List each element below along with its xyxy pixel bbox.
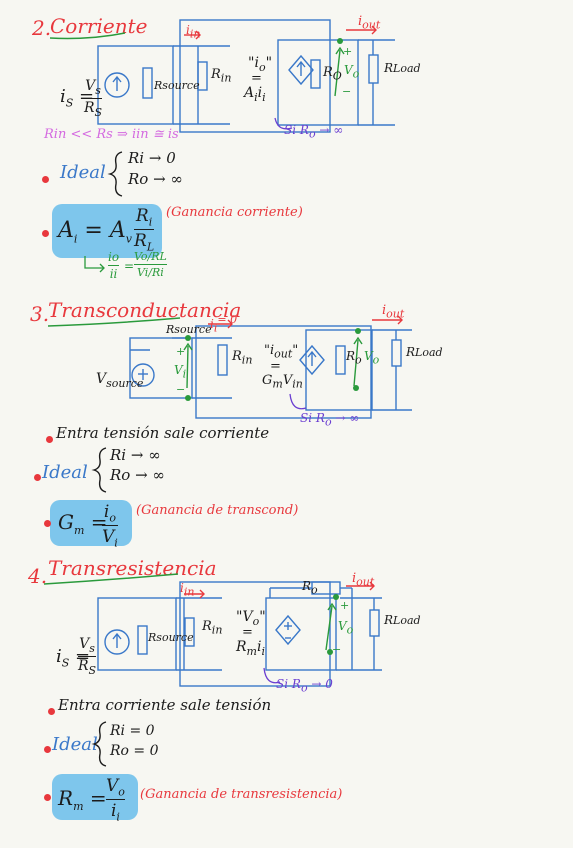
gain-note: (Ganancia de transresistencia) xyxy=(140,787,343,802)
gain-note: (Ganancia corriente) xyxy=(166,205,303,220)
ro-label: RO xyxy=(323,65,342,83)
rload-label: RLoad xyxy=(384,613,421,627)
section-number: 3. xyxy=(30,302,50,326)
rsource-label: Rsource xyxy=(154,79,200,92)
rsource-label: Rsource xyxy=(166,323,212,336)
vo-label: Vo xyxy=(364,349,380,367)
ideal-label: Ideal xyxy=(60,162,106,183)
ideal-label: Ideal xyxy=(52,734,98,755)
circuit-corriente xyxy=(49,19,395,133)
bullet-dot xyxy=(42,176,49,183)
bullet-dot xyxy=(46,436,53,443)
bullet-text: Entra tensión sale corriente xyxy=(56,424,270,442)
section-number: 4. xyxy=(28,564,48,588)
dep-expression: Aiii xyxy=(244,85,266,104)
equals-sign: = xyxy=(270,359,281,374)
gain-fraction: Ri RL xyxy=(134,206,155,254)
bullet-dot xyxy=(48,708,55,715)
minus-label: − xyxy=(342,85,352,98)
rin-rs-note: Rin << Rs ⇒ iin ≅ is xyxy=(44,127,179,142)
si-condition: Si Ro → ∞ xyxy=(284,123,344,141)
vo-label: Vo xyxy=(338,619,354,637)
iin-label: ii= 0 xyxy=(210,313,238,335)
iout-label: iout xyxy=(352,571,375,589)
gain-lhs: Rm = xyxy=(58,786,107,813)
rload-label: RLoad xyxy=(384,61,421,75)
quote-var: "io" xyxy=(248,55,273,74)
gain-lhs: Ai = Av xyxy=(58,218,132,246)
gain-highlight xyxy=(52,774,138,820)
section-number: 2. xyxy=(32,16,52,40)
rin-label: Rin xyxy=(232,349,253,367)
iin-label: iin xyxy=(186,23,201,41)
source-eq-frac: Vs RS xyxy=(84,78,103,119)
ideal-line-1: Ri → 0 xyxy=(128,149,176,167)
quote-var: "iout" xyxy=(264,343,299,361)
iin-label: iin xyxy=(180,581,195,599)
section-title: Transconductancia xyxy=(48,298,242,322)
ideal-brace xyxy=(91,721,107,767)
equals-sign: = xyxy=(251,71,262,86)
ideal-line-1: Ri → ∞ xyxy=(110,446,161,464)
gain-note: (Ganancia de transcond) xyxy=(136,503,299,518)
gain-highlight xyxy=(52,204,162,258)
gain-highlight xyxy=(50,500,132,546)
ideal-line-2: Ro = 0 xyxy=(110,743,159,759)
source-eq-lhs: iS = xyxy=(60,86,95,110)
bullet-dot xyxy=(34,474,41,481)
plus-label: + xyxy=(340,599,350,612)
ideal-line-1: Ri = 0 xyxy=(110,723,155,739)
gain-fraction: io Vi xyxy=(102,502,118,550)
derive-frac-right: Vo/RL Vi/Ri xyxy=(134,250,167,279)
ideal-line-2: Ro → ∞ xyxy=(110,466,165,484)
derive-arrow xyxy=(84,256,105,273)
iout-label: iout xyxy=(358,14,381,32)
ideal-brace xyxy=(107,151,123,197)
derive-eq: = xyxy=(124,259,135,273)
si-condition: Si Ro → 0 xyxy=(276,677,333,695)
vo-label: Vo xyxy=(344,63,360,81)
ideal-brace xyxy=(91,447,107,493)
circuit-transresistencia xyxy=(43,573,382,687)
ideal-line-2: Ro → ∞ xyxy=(128,170,183,188)
section-title: Transresistencia xyxy=(48,556,217,580)
bullet-dot xyxy=(44,794,51,801)
section-title: Corriente xyxy=(50,14,148,38)
rin-label: Rin xyxy=(211,67,232,85)
gain-fraction: Vo ii xyxy=(106,776,125,824)
ro-label: Ro xyxy=(346,349,362,367)
plus-label: + xyxy=(176,345,186,358)
bullet-dot xyxy=(44,746,51,753)
dep-expression: GmVin xyxy=(262,373,303,391)
ideal-label: Ideal xyxy=(42,462,88,483)
equals-sign: = xyxy=(242,625,253,640)
gain-lhs: Gm = xyxy=(58,510,108,537)
plus-label: + xyxy=(343,45,353,58)
minus-label: − xyxy=(332,643,342,656)
derive-frac-left: io ii xyxy=(108,250,120,281)
circuit-transconductancia xyxy=(47,315,412,419)
quote-var: "Vo" xyxy=(236,609,266,628)
si-condition: Si Ro → ∞ xyxy=(300,411,360,429)
vi-label: Vi xyxy=(174,363,187,381)
bullet-text: Entra corriente sale tensión xyxy=(58,696,272,714)
iout-label: iout xyxy=(382,303,405,321)
source-eq-frac: Vs RS xyxy=(78,636,97,677)
rload-label: RLoad xyxy=(406,345,443,359)
dep-expression: Rmii xyxy=(236,639,265,658)
rsource-label: Rsource xyxy=(148,631,194,644)
ro-label: Ro xyxy=(302,579,318,597)
minus-label: − xyxy=(176,383,186,396)
vsource-label: Vsource xyxy=(96,371,144,390)
bullet-dot xyxy=(44,520,51,527)
bullet-dot xyxy=(42,230,49,237)
rin-label: Rin xyxy=(202,619,223,637)
